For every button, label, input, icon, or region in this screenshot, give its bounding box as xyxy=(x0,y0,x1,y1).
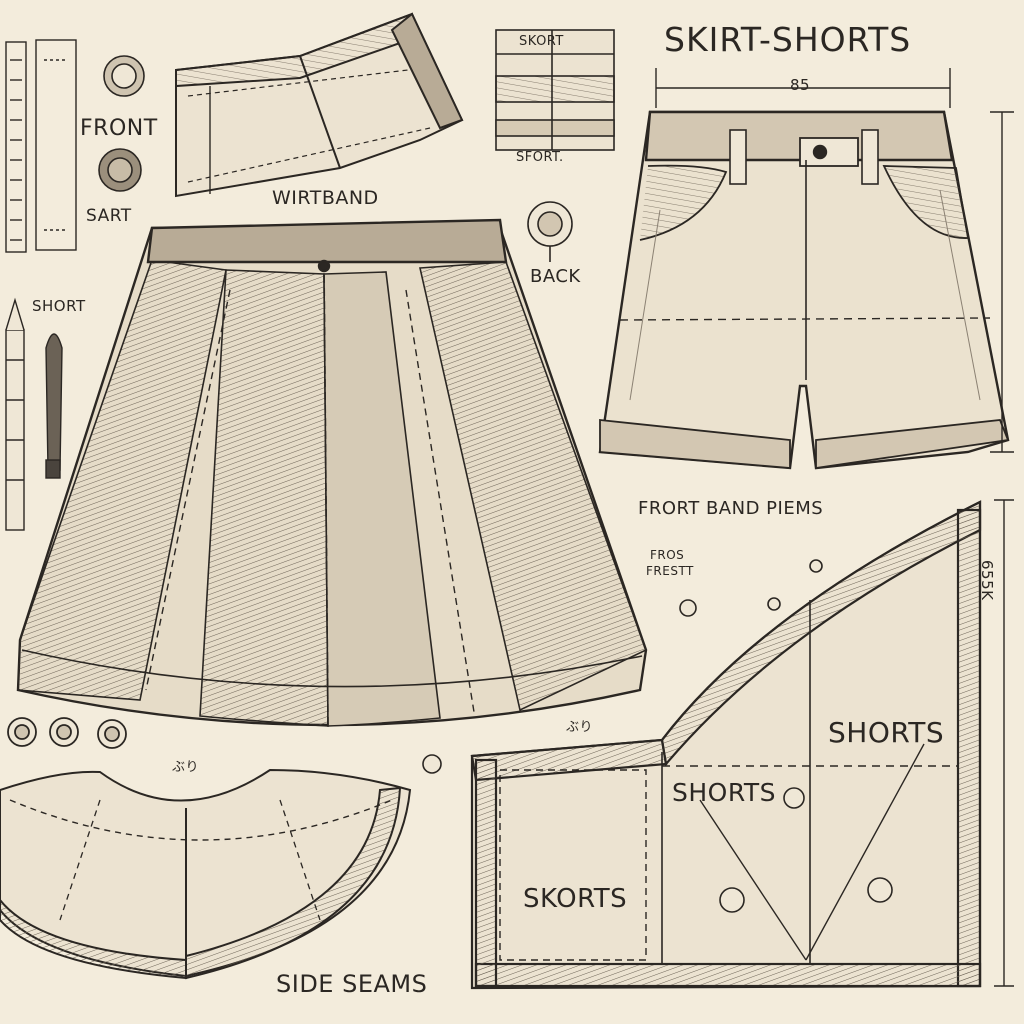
skort-swatch xyxy=(495,29,615,151)
button-icon xyxy=(98,55,145,192)
front-label: FRONT xyxy=(80,116,158,141)
shorts-pattern-piece xyxy=(470,500,982,990)
dimension-right-value: 655K xyxy=(978,560,996,601)
front-band-label: FRORT BAND PIEMS xyxy=(638,498,824,519)
dimension-line-right xyxy=(990,111,1014,453)
dimension-line-pattern xyxy=(994,499,1014,987)
ruler-strip xyxy=(5,39,77,253)
skort-swatch-label: SKORT xyxy=(519,34,564,49)
shorts-drawing xyxy=(598,110,1010,470)
sub-note-2: FRESTT xyxy=(646,564,694,578)
shorts-label-medium: SHORTS xyxy=(672,778,777,807)
sub-note-1: FROS xyxy=(650,548,685,562)
page-title: SKIRT-SHORTS xyxy=(664,20,912,59)
back-label: BACK xyxy=(530,266,581,287)
small-mark-label-2: ぶり xyxy=(172,760,200,775)
small-mark-label: ぶり xyxy=(566,720,594,735)
skorts-label: SKORTS xyxy=(523,884,628,914)
shorts-label-large: SHORTS xyxy=(828,716,945,749)
waistband-piece xyxy=(175,12,464,198)
button-row-icon xyxy=(7,717,127,749)
back-button-icon xyxy=(527,201,573,262)
sfort-label: SFORT. xyxy=(516,150,564,165)
skirt-drawing xyxy=(16,218,648,727)
dimension-top-value: 85 xyxy=(790,76,811,94)
sart-label: SART xyxy=(86,206,132,226)
circle-skirt-pattern xyxy=(0,768,412,980)
waistband-label: WIRTBAND xyxy=(272,187,379,209)
side-seams-label: SIDE SEAMS xyxy=(276,970,428,998)
notch-marks xyxy=(422,559,823,774)
short-label: SHORT xyxy=(32,297,86,315)
dimension-line-top xyxy=(655,68,951,108)
pencil-icon xyxy=(5,297,63,531)
